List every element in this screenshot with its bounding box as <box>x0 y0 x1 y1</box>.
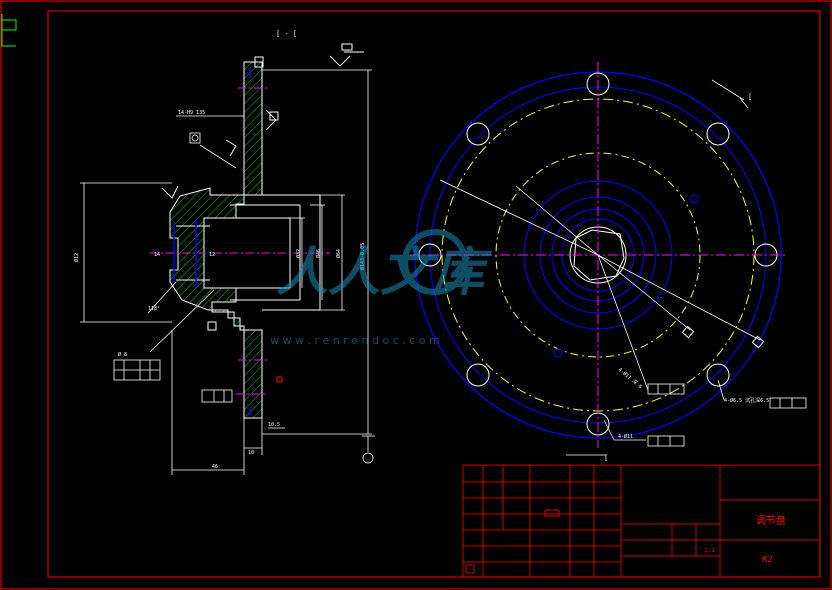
dim-d11: 10 <box>248 450 254 456</box>
section-view: [ - [ 14-H9 135 Ø12 14 12 118° Ø32 Ø46 Ø… <box>73 30 375 475</box>
holes-c: 4-Ø6.5 沉孔深6.5 <box>724 397 769 404</box>
holes-a: 4-Ø11 <box>618 433 633 440</box>
inner-frame <box>47 10 821 578</box>
title-block <box>462 464 821 578</box>
section-label: [ - [ <box>276 30 297 38</box>
title-drawing-no: K2 <box>762 555 773 565</box>
title-scale: 1:1 <box>704 547 715 554</box>
ucs-icon <box>1 14 17 47</box>
keyway-slot <box>207 321 217 331</box>
dim-note: Ø 8 <box>118 351 127 358</box>
dim-d4: 12 <box>209 252 215 258</box>
watermark-url: w w w . r e n r e n d o c . c o m <box>270 334 440 347</box>
dim-d2: Ø12 <box>73 253 80 262</box>
dim-d7: Ø46 <box>315 249 322 258</box>
dim-d1: 14-H9 135 <box>178 110 205 116</box>
dim-d3: 14 <box>154 252 160 258</box>
dim-d12: 10.5 <box>268 422 280 428</box>
dim-d6: Ø32 <box>295 249 302 258</box>
cut-mark-bottom: [ <box>604 454 608 462</box>
dim-d9: Ø143-0.05 <box>359 243 366 270</box>
title-block-text: 调节盘 1:1 K2 <box>704 514 786 565</box>
watermark-brand: 人人文库 <box>276 243 493 303</box>
dim-d5: 118° <box>148 306 160 312</box>
dim-d8: Ø64 <box>335 249 342 258</box>
title-name: 调节盘 <box>756 514 786 527</box>
holes-b: 4-Ø11 深 6 <box>617 366 644 390</box>
cut-mark-top: [ <box>748 93 752 101</box>
dim-d10: 46 <box>212 464 218 470</box>
watermark: 人人文库 w w w . r e n r e n d o c . c o m <box>270 229 493 347</box>
red-mark <box>276 376 283 383</box>
datum-tag-top <box>254 56 264 68</box>
